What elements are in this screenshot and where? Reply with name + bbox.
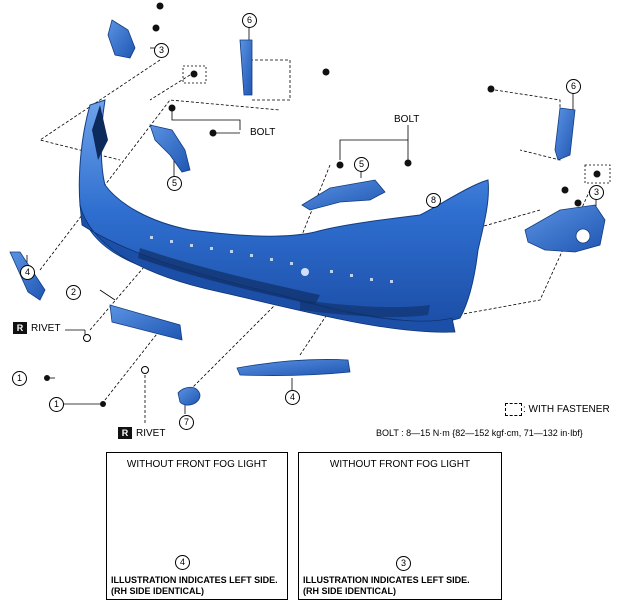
fasteners (44, 2, 601, 407)
solid-leaders (26, 25, 597, 414)
panel-left-title: WITHOUT FRONT FOG LIGHT (126, 459, 268, 470)
bracket-part-3-left (107, 19, 136, 59)
callout-4-bottom: 4 (285, 390, 300, 405)
r-badge-left: R (13, 322, 27, 334)
panel-right: WITHOUT FRONT FOG LIGHT ILLUSTRATION IND… (298, 452, 502, 600)
callout-4-panel: 4 (175, 555, 190, 570)
panel-left: WITHOUT FRONT FOG LIGHT ILLUSTRATION IND… (106, 452, 288, 600)
molding-part-4-bottom (236, 359, 351, 376)
callout-1-lower: 1 (49, 397, 64, 412)
callout-8: 8 (426, 193, 441, 208)
r-badge-bottom: R (118, 427, 132, 439)
fastener-boxes (182, 65, 611, 184)
bracket-part-5-left (149, 124, 191, 173)
callout-1-upper: 1 (12, 371, 27, 386)
panel-left-note-2: (RH SIDE IDENTICAL) (111, 586, 204, 596)
cap-part-7 (177, 386, 201, 406)
callout-3-panel: 3 (396, 556, 411, 571)
callout-6-left: 6 (242, 13, 257, 28)
callout-3-right: 3 (589, 185, 604, 200)
panel-right-note-2: (RH SIDE IDENTICAL) (303, 586, 396, 596)
bolt-label-left: BOLT (250, 127, 276, 138)
panel-left-note-1: ILLUSTRATION INDICATES LEFT SIDE. (111, 575, 278, 585)
callout-7: 7 (179, 415, 194, 430)
bolt-label-center: BOLT (394, 114, 420, 125)
fastener-legend-text: : WITH FASTENER (523, 404, 610, 415)
callout-4-left: 4 (20, 265, 35, 280)
bumper-fascia (78, 99, 489, 333)
callout-6-right: 6 (566, 79, 581, 94)
callout-5-left: 5 (167, 176, 182, 191)
callout-3-top: 3 (154, 43, 169, 58)
callout-5-center: 5 (354, 157, 369, 172)
bracket-part-6-right (554, 107, 576, 161)
fastener-legend-box (505, 403, 522, 416)
bracket-part-6-left (239, 39, 253, 96)
callout-2: 2 (66, 285, 81, 300)
rivet-label-bottom: RIVET (136, 428, 166, 439)
panel-right-title: WITHOUT FRONT FOG LIGHT (329, 459, 471, 470)
bracket-part-5-center (301, 179, 386, 211)
rivets (83, 334, 149, 374)
rivet-label-left: RIVET (31, 323, 61, 334)
torque-spec: BOLT : 8—15 N·m {82—152 kgf·cm, 71—132 i… (376, 428, 583, 438)
lower-grille-part-2 (109, 304, 183, 341)
panel-right-note-1: ILLUSTRATION INDICATES LEFT SIDE. (303, 575, 470, 585)
bracket-part-3-right (524, 204, 606, 253)
